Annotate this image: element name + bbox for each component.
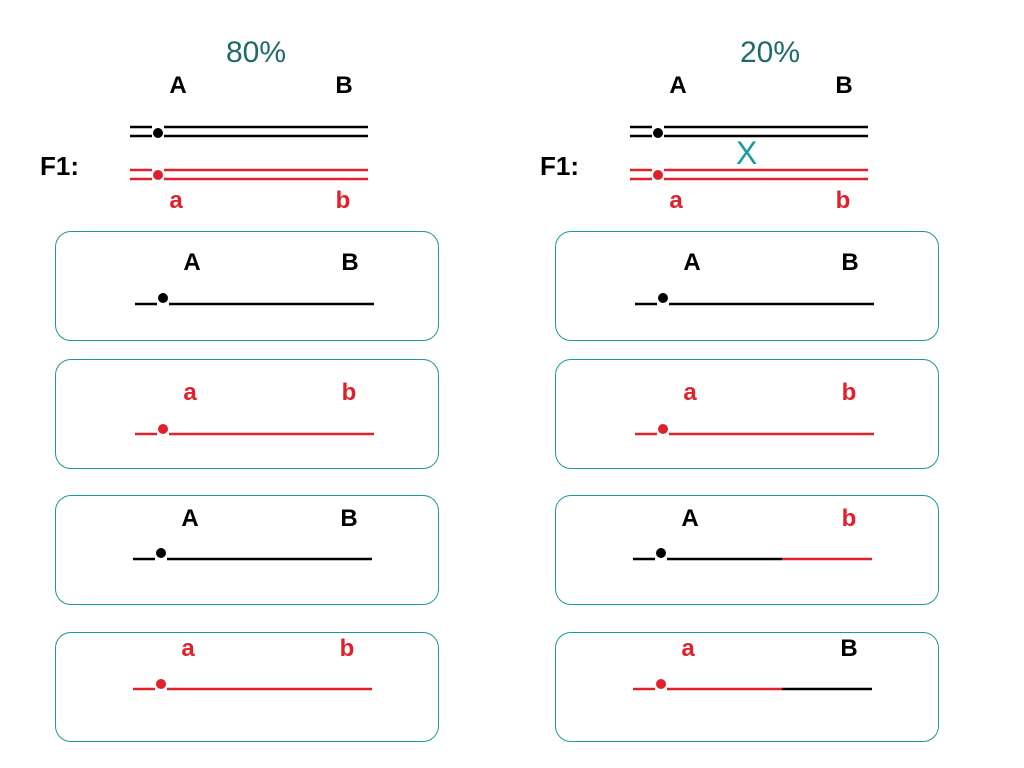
right-f1-label-B: B xyxy=(835,72,853,99)
gamete-label-right: B xyxy=(841,249,859,276)
left-f1-heading: F1: xyxy=(40,151,79,181)
left-gamete-chromosome-2 xyxy=(135,424,374,436)
right-f1-chromosome-AB xyxy=(630,125,868,138)
right-gamete-chromosome-1 xyxy=(635,293,874,306)
right-gamete-chromosome-3-recombinant xyxy=(633,548,872,561)
left-gamete-chromosome-3 xyxy=(133,548,372,561)
left-f1-label-b: b xyxy=(335,187,351,214)
gamete-label-right: b xyxy=(841,379,857,406)
left-percentage: 80% xyxy=(225,36,287,69)
right-f1-centromere-black xyxy=(653,128,663,138)
left-gamete-box-4: a b xyxy=(55,632,439,742)
gamete-label-left: A xyxy=(181,505,199,532)
right-gamete-box-1: A B xyxy=(555,231,939,341)
right-gamete-chromosome-2 xyxy=(635,424,874,436)
left-f1-chromosome-AB xyxy=(130,125,368,138)
right-f1-label-A: A xyxy=(669,72,687,99)
gamete-label-left: a xyxy=(181,635,195,662)
right-gamete-chromosome-4-recombinant xyxy=(633,679,872,691)
right-f1-centromere-red xyxy=(653,170,663,180)
left-f1-label-a: a xyxy=(169,187,183,214)
left-gamete-chromosome-1 xyxy=(135,293,374,306)
left-gamete-box-3: A B xyxy=(55,495,439,605)
left-f1-chromosome-ab xyxy=(130,168,368,181)
gamete-label-right: B xyxy=(341,249,359,276)
gamete-label-right: b xyxy=(339,635,355,662)
left-f1-centromere-red xyxy=(153,170,163,180)
right-f1-label-b: b xyxy=(835,187,851,214)
left-f1-label-B: B xyxy=(335,72,353,99)
gamete-label-right: b xyxy=(841,505,857,532)
left-gamete-box-2: a b xyxy=(55,359,439,469)
left-gamete-box-1: A B xyxy=(55,231,439,341)
gamete-label-right: B xyxy=(840,635,858,662)
gamete-label-left: A xyxy=(683,249,701,276)
right-gamete-box-4: a B xyxy=(555,632,939,742)
right-gamete-box-3: A b xyxy=(555,495,939,605)
right-percentage: 20% xyxy=(739,36,801,69)
left-gamete-chromosome-4 xyxy=(133,679,372,691)
gamete-label-left: a xyxy=(683,379,697,406)
gamete-label-right: b xyxy=(341,379,357,406)
right-f1-chromosome-ab xyxy=(630,168,868,181)
gamete-label-left: A xyxy=(183,249,201,276)
gamete-label-right: B xyxy=(340,505,358,532)
right-f1-label-a: a xyxy=(669,187,683,214)
left-f1-label-A: A xyxy=(169,72,187,99)
crossover-x-mark: X xyxy=(736,135,758,171)
right-f1-heading: F1: xyxy=(540,151,579,181)
gamete-label-left: A xyxy=(681,505,699,532)
gamete-label-left: a xyxy=(183,379,197,406)
gamete-label-left: a xyxy=(681,635,695,662)
left-f1-centromere-black xyxy=(153,128,163,138)
right-gamete-box-2: a b xyxy=(555,359,939,469)
